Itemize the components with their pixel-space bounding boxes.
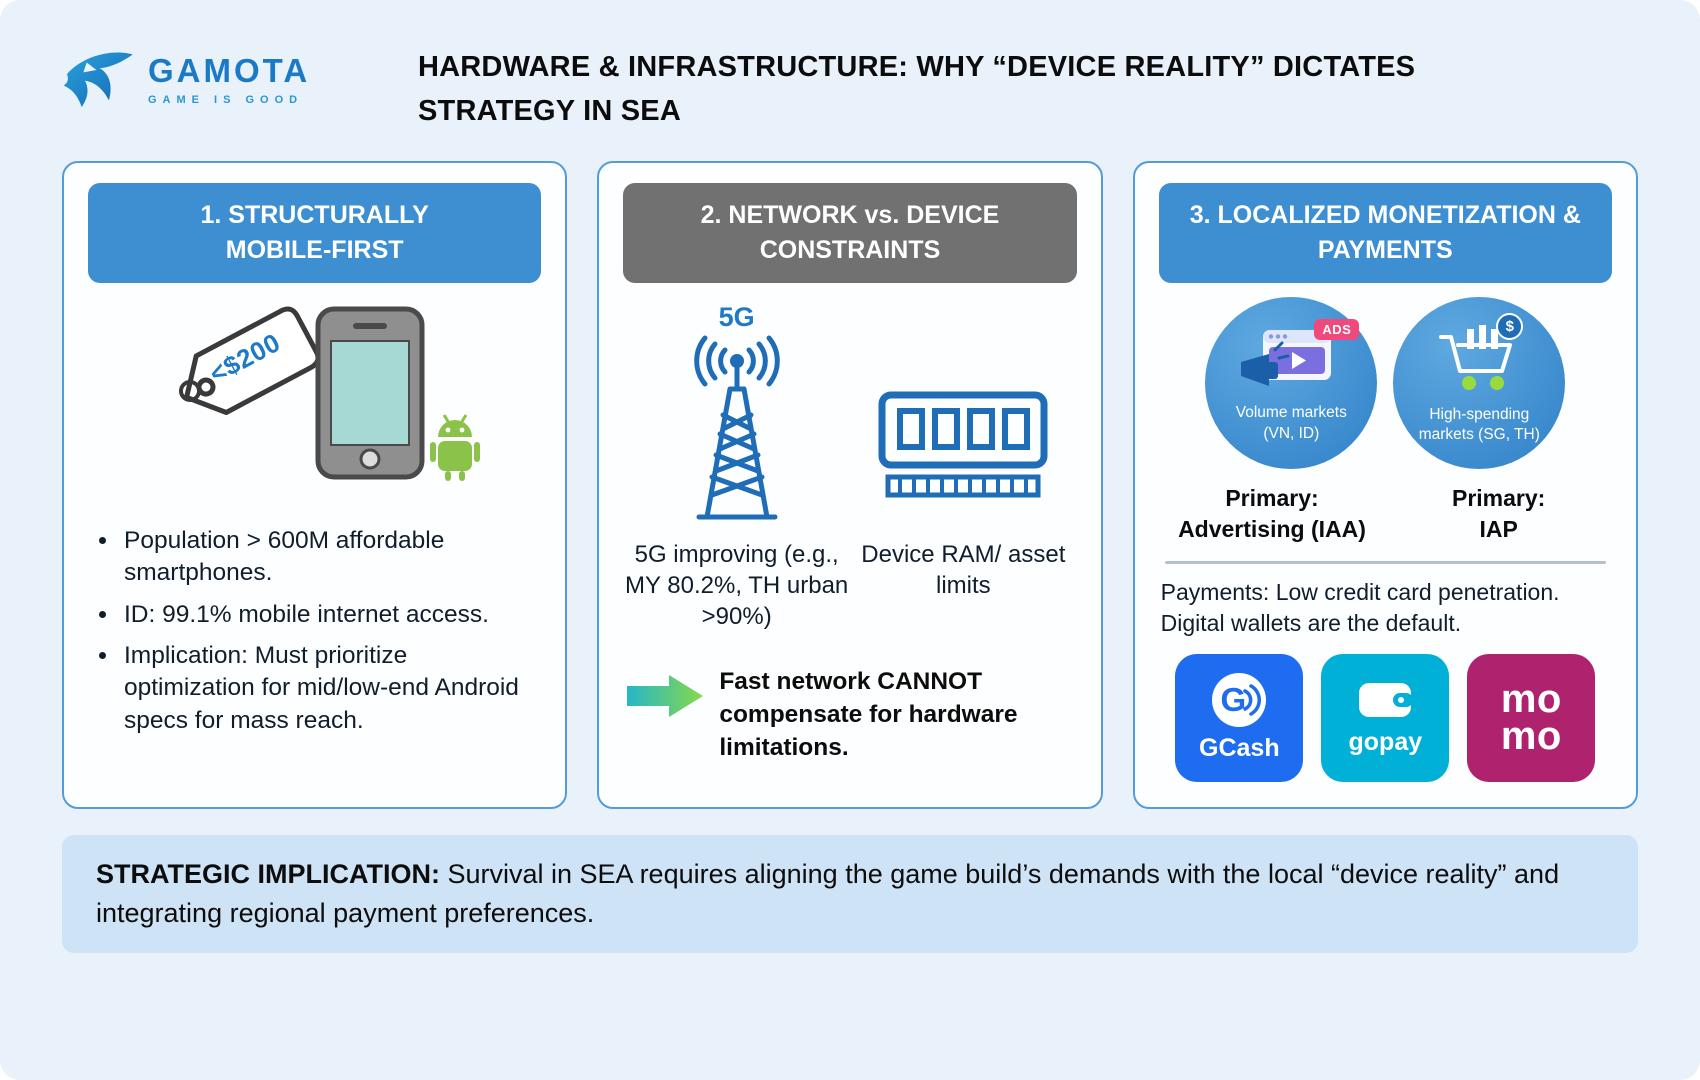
card1-header-label: 1. STRUCTURALLY MOBILE-FIRST <box>200 201 429 264</box>
shopping-cart-icon <box>1439 324 1513 390</box>
gcash-signal-arcs-icon <box>1243 684 1262 716</box>
card1-header: 1. STRUCTURALLY MOBILE-FIRST <box>88 183 542 283</box>
mobile-first-bullets: Population > 600M affordable smartphones… <box>120 525 537 737</box>
card-localized-monetization: 3. LOCALIZED MONETIZATION & PAYMENTS ADS <box>1132 161 1638 809</box>
gamota-logo-icon <box>63 52 133 107</box>
bullet-item: ID: 99.1% mobile internet access. <box>120 599 537 631</box>
logo-name: GAMOTA <box>148 52 311 89</box>
gcash-label: GCash <box>1199 734 1280 763</box>
network-conclusion: Fast network CANNOT compensate for hardw… <box>623 665 1076 764</box>
page-title-line1: HARDWARE & INFRASTRUCTURE: WHY “DEVICE R… <box>418 51 1416 83</box>
gcash-icon: G <box>1212 673 1267 728</box>
strategic-implication-label: STRATEGIC IMPLICATION: <box>96 859 440 889</box>
card3-header-label: 3. LOCALIZED MONETIZATION & PAYMENTS <box>1189 201 1581 264</box>
volume-markets-label: Volume markets (VN, ID) <box>1235 404 1347 442</box>
signal-tower-icon <box>693 335 780 520</box>
card3-header: 3. LOCALIZED MONETIZATION & PAYMENTS <box>1158 183 1612 283</box>
ram-icon <box>878 391 1048 498</box>
wallet-logos: G GCash gopay <box>1159 654 1612 783</box>
primary-iaa: Primary: Advertising (IAA) <box>1178 485 1366 543</box>
ram-caption: Device RAM/ asset limits <box>861 541 1066 600</box>
page-title-line2: STRATEGY IN SEA <box>418 94 681 127</box>
gamota-logo: GAMOTA GAME IS GOOD <box>62 46 362 112</box>
ads-badge: ADS <box>1314 319 1360 340</box>
strategic-implication-banner: STRATEGIC IMPLICATION: Survival in SEA r… <box>62 835 1638 954</box>
card-network-vs-device: 2. NETWORK vs. DEVICE CONSTRAINTS 5G <box>597 161 1103 809</box>
network-figures: 5G <box>623 293 1076 633</box>
card2-header: 2. NETWORK vs. DEVICE CONSTRAINTS <box>623 183 1077 283</box>
momo-logo: mo mo <box>1467 654 1596 783</box>
ads-illustration <box>1241 330 1332 387</box>
dollar-coin-icon: $ <box>1496 312 1524 340</box>
high-spending-markets-label: High-spending markets (SG, TH) <box>1418 405 1540 443</box>
logo-tagline: GAME IS GOOD <box>148 94 304 106</box>
megaphone-icon <box>1241 354 1279 387</box>
primary-monetization-row: Primary: Advertising (IAA) Primary: IAP <box>1159 483 1612 545</box>
phone-price-illustration: <$200 <box>88 299 541 501</box>
network-conclusion-text: Fast network CANNOT compensate for hardw… <box>719 667 1018 761</box>
gcash-logo: G GCash <box>1175 654 1304 783</box>
bullet-item: Implication: Must prioritize optimizatio… <box>120 640 537 737</box>
cards-row: 1. STRUCTURALLY MOBILE-FIRST <box>62 161 1638 809</box>
arrow-right-icon <box>627 674 704 717</box>
strategic-implication-text: STRATEGIC IMPLICATION: Survival in SEA r… <box>96 859 1560 929</box>
android-icon <box>429 414 480 481</box>
volume-markets-circle: ADS <box>1205 297 1378 469</box>
header: GAMOTA GAME IS GOOD HARDWARE & INFRASTRU… <box>62 42 1638 133</box>
high-spending-markets-circle: $ High-spending markets (SG, TH) <box>1393 297 1566 469</box>
phone-icon <box>178 306 480 481</box>
wallet-icon <box>1359 683 1414 718</box>
card-structurally-mobile-first: 1. STRUCTURALLY MOBILE-FIRST <box>62 161 568 809</box>
5g-label: 5G <box>718 302 755 332</box>
bullet-item: Population > 600M affordable smartphones… <box>120 525 537 590</box>
divider <box>1164 561 1606 565</box>
card2-header-label: 2. NETWORK vs. DEVICE CONSTRAINTS <box>700 201 1000 264</box>
ram-figure: Device RAM/ asset limits <box>850 293 1077 633</box>
tower-figure: 5G <box>623 293 850 633</box>
gopay-label: gopay <box>1348 728 1423 757</box>
logo-text: GAMOTA GAME IS GOOD <box>148 52 310 106</box>
primary-iap: Primary: IAP <box>1452 485 1546 543</box>
market-circles: ADS <box>1159 297 1612 469</box>
tower-caption: 5G improving (e.g., MY 80.2%, TH urban >… <box>625 541 849 631</box>
payments-note: Payments: Low credit card penetration. D… <box>1160 579 1560 637</box>
gopay-logo: gopay <box>1321 654 1450 783</box>
momo-label: mo mo <box>1500 677 1562 759</box>
page-title: HARDWARE & INFRASTRUCTURE: WHY “DEVICE R… <box>418 46 1415 133</box>
